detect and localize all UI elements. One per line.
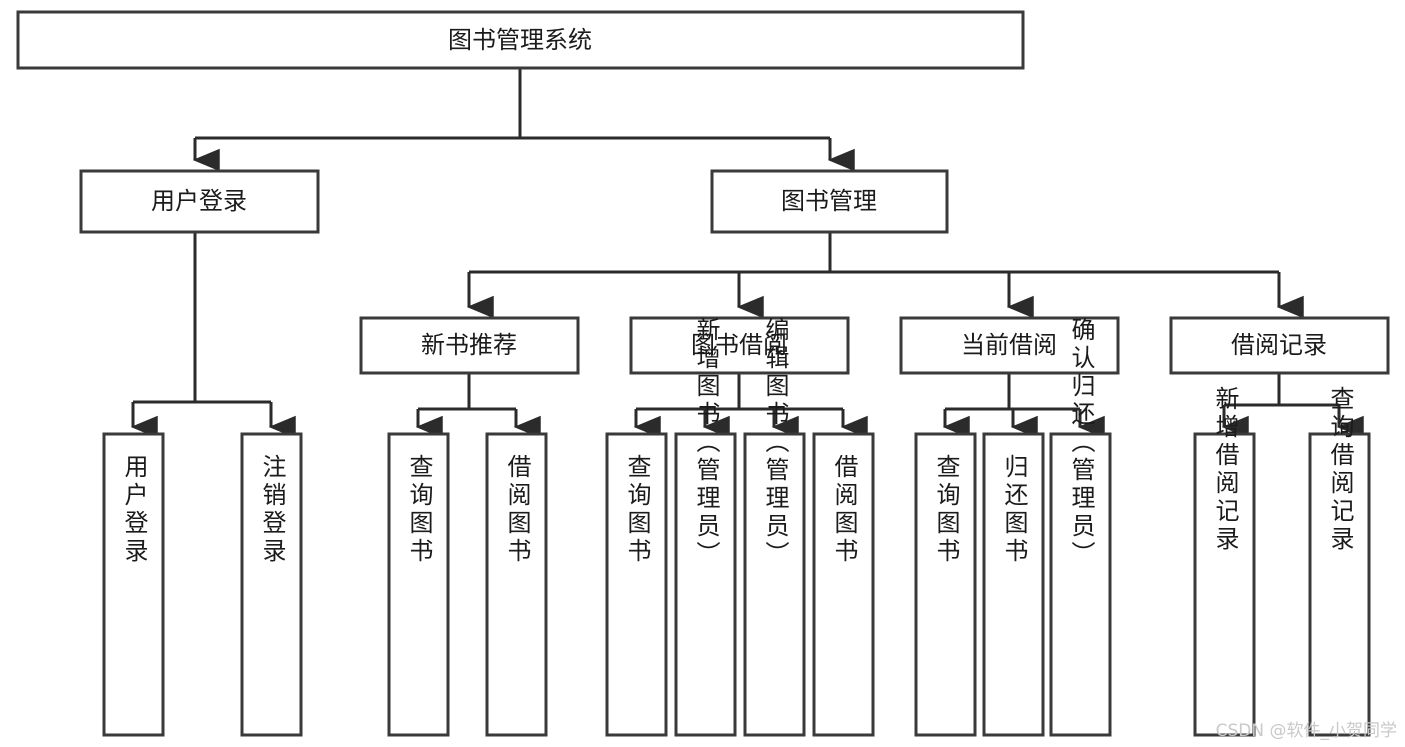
node-leaf-current-borrow-2[interactable]: 确认归还（管理员）: [1049, 317, 1112, 737]
node-leaf-new-book-0-label: 查询图书: [405, 454, 433, 566]
edge-group-user-login-to-leaves: [130, 232, 296, 439]
node-leaf-user-login-1-box[interactable]: [240, 432, 303, 737]
node-leaf-book-borrow-3[interactable]: 借阅图书: [812, 432, 875, 737]
node-borrow-record-label: 借阅记录: [1231, 331, 1327, 359]
node-leaf-user-login-0-box[interactable]: [102, 432, 165, 737]
node-leaf-book-borrow-2[interactable]: 编辑图书（管理员）: [743, 317, 806, 737]
node-leaf-book-borrow-0[interactable]: 查询图书: [605, 432, 668, 737]
node-leaf-current-borrow-2-label: 确认归还（管理员）: [1067, 317, 1095, 569]
node-root[interactable]: 图书管理系统: [16, 10, 1025, 70]
node-root-box[interactable]: [16, 10, 1025, 70]
node-leaf-borrow-record-0[interactable]: 新增借阅记录: [1193, 386, 1256, 737]
node-current-borrow[interactable]: 当前借阅: [899, 316, 1120, 375]
node-leaf-new-book-0-box[interactable]: [387, 432, 450, 737]
node-leaf-current-borrow-0-label: 查询图书: [932, 454, 960, 566]
node-current-borrow-label: 当前借阅: [961, 331, 1057, 359]
node-new-book-label: 新书推荐: [421, 331, 517, 359]
node-leaf-book-borrow-2-box[interactable]: [743, 432, 806, 737]
node-leaf-new-book-1[interactable]: 借阅图书: [485, 432, 548, 737]
node-borrow-record-box[interactable]: [1169, 316, 1390, 375]
node-new-book[interactable]: 新书推荐: [359, 316, 580, 375]
node-leaf-book-borrow-1[interactable]: 新增图书（管理员）: [674, 317, 737, 737]
node-leaf-current-borrow-1[interactable]: 归还图书: [982, 432, 1045, 737]
node-borrow-record[interactable]: 借阅记录: [1169, 316, 1390, 375]
node-leaf-book-borrow-0-label: 查询图书: [623, 454, 651, 566]
node-book-manage-box[interactable]: [710, 169, 949, 234]
node-user-login[interactable]: 用户登录: [79, 169, 320, 234]
node-current-borrow-box[interactable]: [899, 316, 1120, 375]
node-leaf-current-borrow-2-box[interactable]: [1049, 432, 1112, 737]
node-book-borrow[interactable]: 图书借阅: [629, 316, 850, 375]
node-leaf-borrow-record-1[interactable]: 查询借阅记录: [1308, 386, 1371, 737]
node-leaf-book-borrow-0-box[interactable]: [605, 432, 668, 737]
node-leaf-current-borrow-1-box[interactable]: [982, 432, 1045, 737]
edge-group-root-to-level2: [192, 68, 855, 172]
node-leaf-new-book-0[interactable]: 查询图书: [387, 432, 450, 737]
node-user-login-label: 用户登录: [151, 187, 247, 215]
edge-group-book-manage-to-level3: [466, 232, 1304, 319]
node-leaf-book-borrow-2-label: 编辑图书（管理员）: [761, 317, 789, 569]
node-leaf-borrow-record-1-box[interactable]: [1308, 432, 1371, 737]
edge-group-borrow-record-to-leaves: [1221, 373, 1364, 439]
node-user-login-box[interactable]: [79, 169, 320, 234]
node-leaf-current-borrow-0[interactable]: 查询图书: [914, 432, 977, 737]
node-book-borrow-label: 图书借阅: [691, 331, 787, 359]
node-leaf-borrow-record-0-box[interactable]: [1193, 432, 1256, 737]
edge-group-current-borrow-to-leaves: [942, 373, 1105, 439]
edge-group-book-borrow-to-leaves: [633, 373, 868, 439]
node-leaf-user-login-1-label: 注销登录: [258, 454, 286, 566]
node-leaf-user-login-0[interactable]: 用户登录: [102, 432, 165, 737]
node-leaf-new-book-1-label: 借阅图书: [503, 454, 531, 566]
node-leaf-book-borrow-3-box[interactable]: [812, 432, 875, 737]
node-book-borrow-box[interactable]: [629, 316, 850, 375]
edge-group-new-book-to-leaves: [415, 373, 541, 439]
node-book-manage[interactable]: 图书管理: [710, 169, 949, 234]
node-leaf-book-borrow-1-label: 新增图书（管理员）: [692, 317, 720, 569]
node-new-book-box[interactable]: [359, 316, 580, 375]
node-leaf-borrow-record-1-label: 查询借阅记录: [1326, 386, 1354, 554]
node-book-manage-label: 图书管理: [781, 187, 877, 215]
node-leaf-current-borrow-0-box[interactable]: [914, 432, 977, 737]
node-root-label: 图书管理系统: [448, 26, 592, 54]
node-leaf-user-login-0-label: 用户登录: [120, 454, 148, 566]
node-leaf-user-login-1[interactable]: 注销登录: [240, 432, 303, 737]
node-leaf-book-borrow-1-box[interactable]: [674, 432, 737, 737]
node-leaf-new-book-1-box[interactable]: [485, 432, 548, 737]
node-leaf-book-borrow-3-label: 借阅图书: [830, 454, 858, 566]
node-leaf-borrow-record-0-label: 新增借阅记录: [1211, 386, 1239, 554]
node-leaf-current-borrow-1-label: 归还图书: [1000, 454, 1028, 566]
